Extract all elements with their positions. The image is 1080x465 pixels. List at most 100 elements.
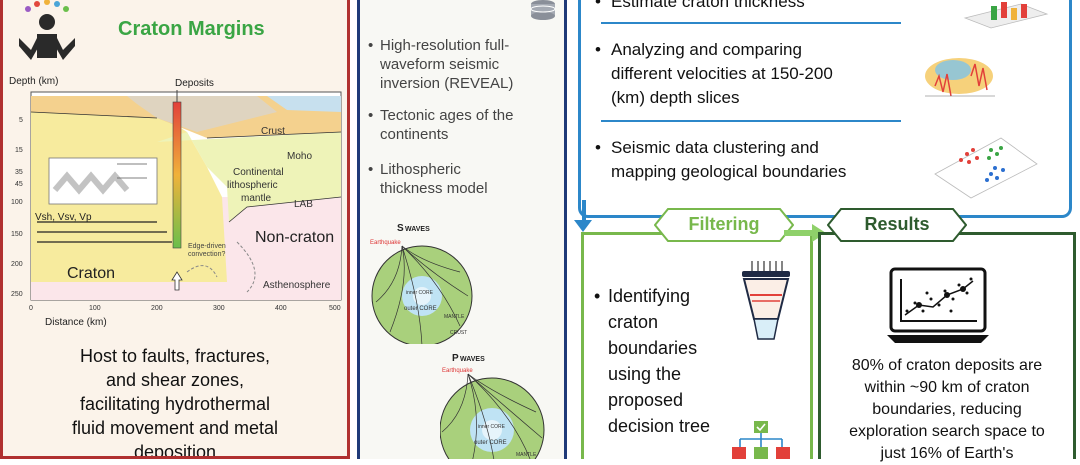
- y-axis-label: Depth (km): [9, 76, 58, 87]
- depth-tick: 35: [15, 169, 23, 176]
- clustering-icon: [934, 137, 1038, 199]
- depth-tick: 150: [11, 231, 23, 238]
- analysis-line: Analyzing and comparing: [611, 40, 802, 59]
- data-sources-panel: •High-resolution full- waveform seismic …: [357, 0, 567, 459]
- filtering-line: boundaries: [608, 338, 698, 358]
- analysis-line: different velocities at 150-200: [611, 64, 833, 83]
- crust-label: Crust: [261, 126, 285, 137]
- results-line: boundaries, reducing: [872, 401, 1022, 418]
- s-wave-letter: S: [397, 223, 404, 234]
- bullet-line: thickness model: [380, 180, 488, 197]
- craton-margins-panel: Craton Margins Depth (km) Deposits: [0, 0, 350, 459]
- craton-label: Craton: [67, 265, 115, 282]
- depth-tick: 5: [19, 117, 23, 124]
- analysis-line: (km) depth slices: [611, 88, 740, 107]
- moho-label: Moho: [287, 151, 312, 162]
- x-axis-label: Distance (km): [45, 317, 107, 328]
- distance-tick: 100: [89, 305, 101, 312]
- s-crust-label: CRUST: [450, 330, 467, 336]
- panel-title: Craton Margins: [118, 18, 265, 40]
- hexagon-shape: [654, 208, 794, 242]
- right-arrow-icon: [784, 224, 826, 242]
- bullet-line: waveform seismic: [380, 56, 500, 73]
- lab-label: LAB: [294, 199, 313, 210]
- filtering-panel: Filtering •Identifying craton boundaries…: [581, 208, 813, 459]
- scatter-chart-monitor-icon: [887, 267, 989, 343]
- hexagon-shape: [827, 208, 967, 242]
- decision-tree-icon: [732, 421, 790, 459]
- results-line: within ~90 km of craton: [864, 379, 1030, 396]
- depth-tick: 250: [11, 291, 23, 298]
- s-waves-diagram: S WAVES Earthquake inner CORE outer CORE…: [370, 223, 473, 344]
- filtering-line: decision tree: [608, 416, 711, 436]
- results-line: 80% of craton deposits are: [851, 357, 1043, 374]
- depth-tick: 200: [11, 261, 23, 268]
- convection-label: convection?: [188, 251, 225, 258]
- thickness-3d-icon: [963, 2, 1049, 29]
- p-outer-core-label: outer CORE: [474, 440, 507, 446]
- continental-label: Continental: [233, 167, 284, 178]
- asthenosphere-label: Asthenosphere: [263, 280, 331, 291]
- data-source-item: •Tectonic ages of the continents: [368, 106, 558, 144]
- data-source-item: •High-resolution full- waveform seismic …: [368, 36, 558, 93]
- s-outer-core-label: outer CORE: [404, 306, 437, 312]
- analysis-line: mapping geological boundaries: [611, 162, 847, 181]
- analysis-item: • Analyzing and comparing different velo…: [595, 38, 911, 110]
- analysis-item: •Estimate craton thickness: [595, 0, 911, 14]
- s-mantle-label: MANTLE: [444, 314, 465, 320]
- results-panel: Results 80% of craton deposits are withi…: [818, 208, 1076, 462]
- separator: [601, 120, 901, 122]
- description-line: facilitating hydrothermal: [79, 394, 271, 414]
- analysis-line: Seismic data clustering and: [611, 138, 819, 157]
- person-idea-icon: [19, 0, 75, 60]
- edge-driven-label: Edge-driven: [188, 243, 226, 250]
- description-line: deposition: [133, 442, 217, 459]
- distance-tick: 400: [275, 305, 287, 312]
- filtering-title: Filtering: [688, 214, 760, 234]
- velocities-label: Vsh, Vsv, Vp: [35, 212, 92, 223]
- craton-margins-description: Host to faults, fractures, and shear zon…: [3, 344, 347, 459]
- results-header: Results: [827, 208, 967, 242]
- p-mantle-label: MANTLE: [516, 452, 537, 458]
- database-icon: [530, 0, 556, 20]
- depth-tick: 45: [15, 181, 23, 188]
- distance-tick: 200: [151, 305, 163, 312]
- analysis-panel: •Estimate craton thickness • Analyzing a…: [578, 0, 1072, 218]
- bullet-line: High-resolution full-: [380, 37, 510, 54]
- deposits-label: Deposits: [175, 78, 214, 89]
- funnel-filter-icon: [742, 261, 790, 340]
- filtering-text: •Identifying craton boundaries using the…: [594, 283, 734, 439]
- p-earthquake-label: Earthquake: [442, 368, 473, 374]
- non-craton-label: Non-craton: [255, 229, 334, 246]
- mantle-label: mantle: [241, 193, 271, 204]
- s-inner-core-label: inner CORE: [406, 290, 434, 296]
- results-line: just 16% of Earth's: [880, 445, 1014, 462]
- s-earthquake-label: Earthquake: [370, 240, 401, 246]
- distance-tick: 300: [213, 305, 225, 312]
- filtering-line: using the: [608, 364, 682, 384]
- analysis-line: Estimate craton thickness: [611, 0, 805, 11]
- distance-tick: 0: [29, 305, 33, 312]
- distance-tick: 500: [329, 305, 341, 312]
- filtering-line: Identifying: [608, 286, 691, 306]
- bullet-line: Tectonic ages of the: [380, 107, 514, 124]
- craton-cross-section-diagram: Depth (km) Deposits: [9, 76, 342, 328]
- filtering-line: proposed: [608, 390, 684, 410]
- p-waves-diagram: P WAVES Earthquake inner CORE outer CORE…: [440, 353, 545, 459]
- lithospheric-label: lithospheric: [227, 180, 278, 191]
- bullet-line: Lithospheric: [380, 161, 461, 178]
- p-waves-title: WAVES: [460, 356, 485, 363]
- results-title: Results: [864, 214, 930, 234]
- bullet-line: continents: [380, 126, 449, 143]
- depth-tick: 100: [11, 199, 23, 206]
- separator: [601, 22, 901, 24]
- filtering-header: Filtering: [654, 208, 794, 242]
- down-arrow-icon: [574, 200, 592, 232]
- velocity-slices-icon: [925, 58, 995, 97]
- bullet-line: inversion (REVEAL): [380, 75, 514, 92]
- p-inner-core-label: inner CORE: [478, 424, 506, 430]
- data-source-item: •Lithospheric thickness model: [368, 160, 558, 198]
- s-waves-title: WAVES: [405, 226, 430, 233]
- analysis-item: • Seismic data clustering and mapping ge…: [595, 136, 911, 184]
- description-line: fluid movement and metal: [71, 418, 279, 438]
